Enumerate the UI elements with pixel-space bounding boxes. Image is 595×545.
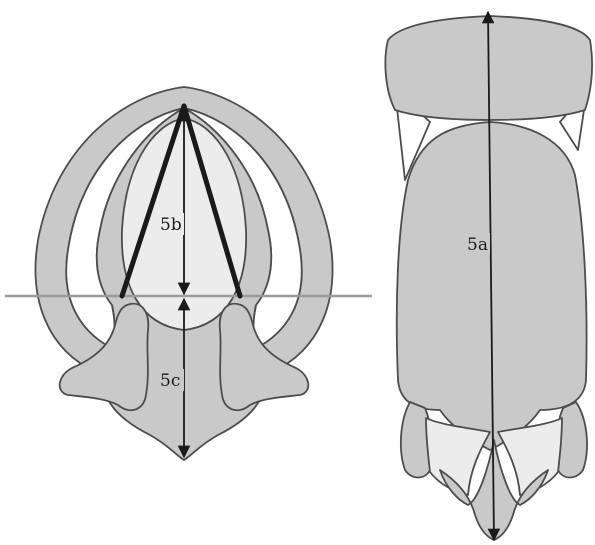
lower-inset-left bbox=[426, 418, 490, 495]
left-figure: 5b 5c bbox=[5, 87, 372, 460]
label-5b: 5b bbox=[160, 215, 182, 235]
label-5a: 5a bbox=[467, 235, 488, 255]
right-figure: 5a bbox=[385, 12, 592, 540]
lower-inset-right bbox=[498, 418, 562, 495]
label-5c: 5c bbox=[160, 371, 180, 391]
